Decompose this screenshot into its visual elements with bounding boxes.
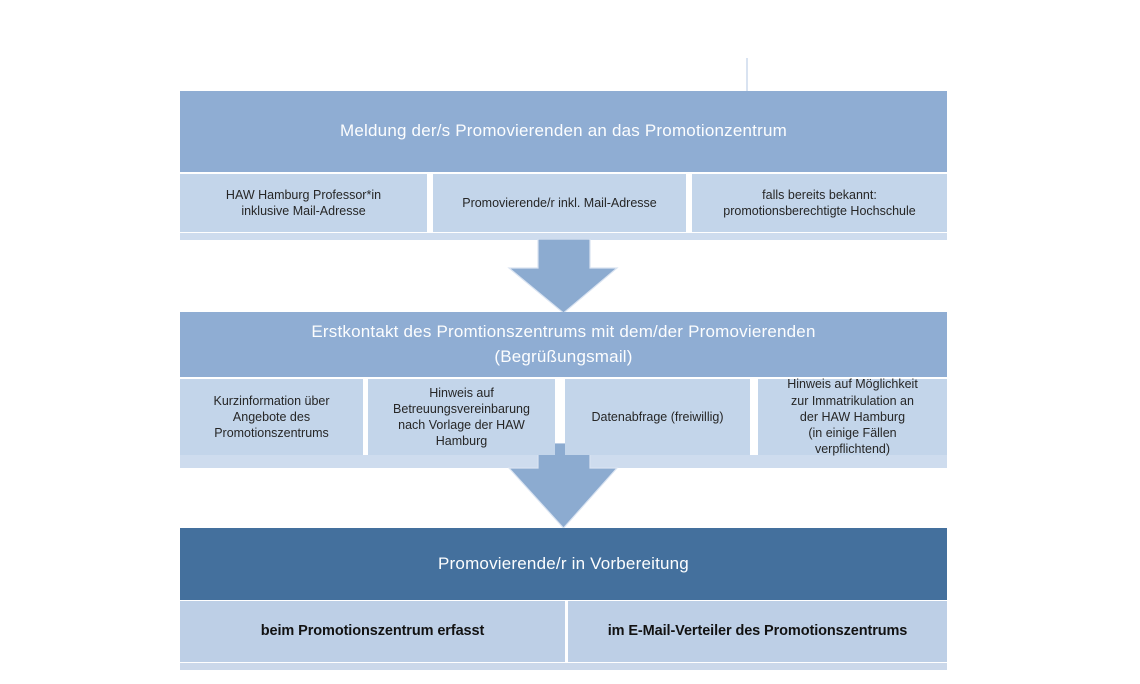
top-connector-line <box>746 58 748 91</box>
stage-3-cell: im E-Mail-Verteiler des Promotionszentru… <box>568 601 947 662</box>
stage-2-header: Erstkontakt des Promtionszentrums mit de… <box>180 312 947 377</box>
down-arrow-icon <box>507 239 619 314</box>
stage-2-cell: Hinweis auf Betreuungsvereinbarung nach … <box>368 379 555 455</box>
stage-2-cell: Kurzinformation über Angebote des Promot… <box>180 379 363 455</box>
stage-3-bottom-strip <box>180 663 947 670</box>
stage-1-cells-row: HAW Hamburg Professor*in inklusive Mail-… <box>180 174 947 232</box>
stage-1-header: Meldung der/s Promovierenden an das Prom… <box>180 91 947 172</box>
stage-3-cells-row: beim Promotionszentrum erfasst im E-Mail… <box>180 601 947 662</box>
stage-2-cell: Datenabfrage (freiwillig) <box>565 379 750 455</box>
stage-2-cells-row: Kurzinformation über Angebote des Promot… <box>180 377 947 456</box>
stage-1-cell: Promovierende/r inkl. Mail-Adresse <box>433 174 686 232</box>
stage-3-cell: beim Promotionszentrum erfasst <box>180 601 565 662</box>
stage-2-cell: Hinweis auf Möglichkeit zur Immatrikulat… <box>758 377 947 456</box>
down-arrow-icon <box>507 443 619 528</box>
stage-1-cell: HAW Hamburg Professor*in inklusive Mail-… <box>180 174 427 232</box>
stage-1-cell: falls bereits bekannt: promotionsberecht… <box>692 174 947 232</box>
stage-1-bottom-strip <box>180 233 947 240</box>
stage-3-header: Promovierende/r in Vorbereitung <box>180 528 947 600</box>
